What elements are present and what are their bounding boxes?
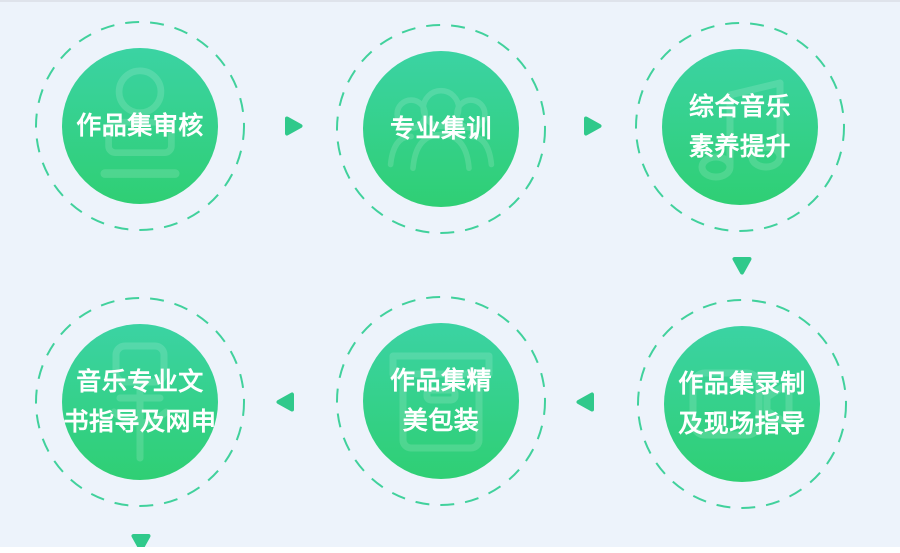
step-circle: 音乐专业文 书指导及网申 [62, 324, 218, 480]
dashed-ring [35, 21, 245, 231]
dashed-ring [637, 299, 847, 509]
step-label: 作品集精 美包装 [389, 367, 492, 435]
package-icon [363, 323, 519, 479]
stamp-icon [62, 48, 218, 204]
step-label: 作品集审核 [76, 112, 204, 140]
step-label: 作品集录制 及现场指导 [678, 370, 806, 438]
dashed-ring [336, 296, 546, 506]
step-circle: 作品集录制 及现场指导 [664, 326, 820, 482]
flow-step-application-documents: 音乐专业文 书指导及网申 [34, 296, 246, 508]
group-icon [363, 51, 519, 207]
arrow-down-icon [730, 252, 754, 276]
flow-step-music-literacy: 综合音乐 素养提升 [634, 21, 846, 233]
step-circle: 专业集训 [363, 51, 519, 207]
arrow-right-icon [280, 114, 304, 138]
arrow-down-icon [129, 529, 153, 553]
step-label: 专业集训 [389, 115, 492, 143]
package-icon-wrap: 作品集精 美包装 [363, 323, 519, 479]
dashed-ring [635, 22, 845, 232]
arrow-left-icon [575, 390, 599, 414]
step-circle: 综合音乐 素养提升 [662, 49, 818, 205]
arrow-left-icon [275, 390, 299, 414]
dashed-ring [35, 297, 245, 507]
flow-step-professional-training: 专业集训 [335, 23, 547, 235]
arrow-right-icon [579, 114, 603, 138]
flow-step-portfolio-review: 作品集审核 [34, 20, 246, 232]
dashed-ring [336, 24, 546, 234]
music-note-icon [662, 49, 818, 205]
step-circle: 作品集审核 [62, 48, 218, 204]
pen-icon [62, 324, 218, 480]
step-label: 音乐专业文 书指导及网申 [63, 368, 217, 436]
step-label: 综合音乐 素养提升 [688, 93, 791, 161]
flow-step-portfolio-recording: 作品集录制 及现场指导 [636, 298, 848, 510]
video-camera-icon [664, 326, 820, 482]
flow-step-portfolio-packaging: 作品集精 美包装 [335, 295, 547, 507]
section-divider [0, 547, 900, 553]
